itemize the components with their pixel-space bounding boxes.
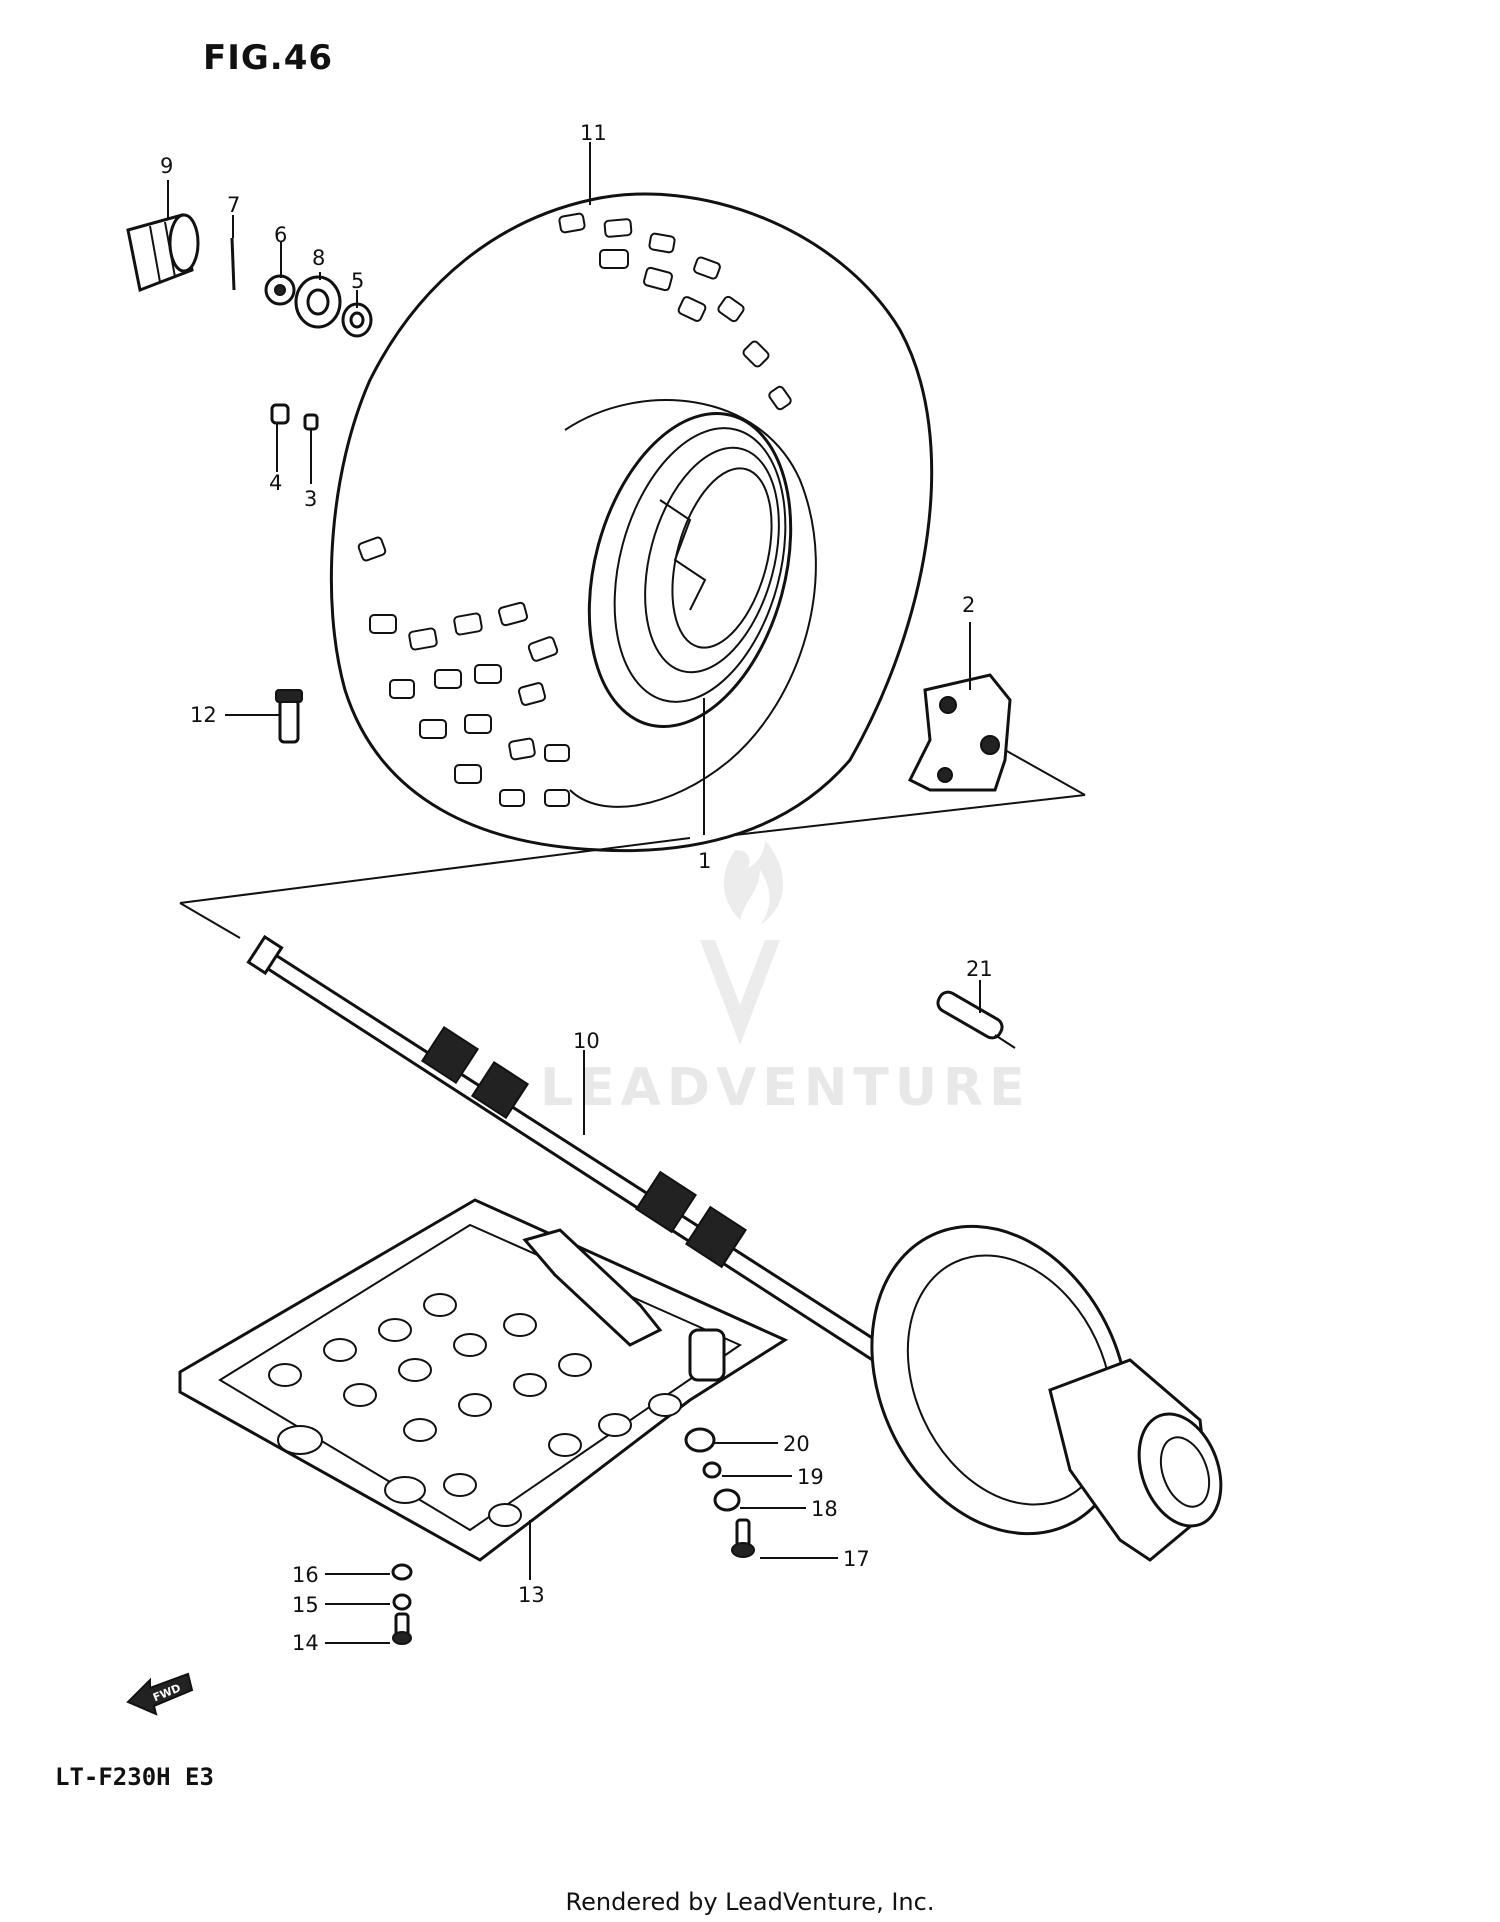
callout-14: 14 (292, 1631, 319, 1655)
watermark-logo (700, 840, 784, 1045)
callout-6: 6 (274, 223, 287, 247)
watermark-text: LEADVENTURE (540, 1058, 1031, 1118)
callout-1: 1 (698, 849, 711, 873)
callout-4: 4 (269, 471, 282, 495)
callout-5: 5 (351, 269, 364, 293)
callout-8: 8 (312, 246, 325, 270)
footer-credit: Rendered by LeadVenture, Inc. (565, 1888, 935, 1916)
callout-7: 7 (227, 193, 240, 217)
tire-and-wheel (329, 192, 934, 853)
axle-nut-hardware (126, 213, 373, 431)
callout-20: 20 (783, 1432, 810, 1456)
callout-9: 9 (160, 154, 173, 178)
forward-direction-arrow: FWD (126, 1672, 194, 1716)
brake-disc-hub (870, 1224, 1223, 1562)
callout-17: 17 (843, 1547, 870, 1571)
callout-labels: 1 2 3 4 5 6 7 8 9 10 11 12 13 14 15 16 1… (160, 121, 993, 1655)
hub-plate (907, 673, 1012, 792)
callout-16: 16 (292, 1563, 319, 1587)
skid-plate-bolts (391, 1563, 413, 1645)
callout-11: 11 (580, 121, 607, 145)
leader-lines (167, 142, 981, 1644)
callout-3: 3 (304, 487, 317, 511)
callout-18: 18 (811, 1497, 838, 1521)
callout-10: 10 (573, 1029, 600, 1053)
skid-plate (178, 1198, 789, 1562)
callout-13: 13 (518, 1583, 545, 1607)
axle-pin (936, 990, 1016, 1049)
valve-stem (275, 689, 303, 744)
hub-mounting-bolts (684, 1427, 755, 1558)
callout-2: 2 (962, 593, 975, 617)
rear-axle (246, 934, 931, 1394)
callout-12: 12 (190, 703, 217, 727)
figure-title: FIG.46 (203, 38, 334, 78)
callout-15: 15 (292, 1593, 319, 1617)
callout-19: 19 (797, 1465, 824, 1489)
callout-21: 21 (966, 957, 993, 981)
model-code: LT-F230H E3 (55, 1763, 214, 1791)
